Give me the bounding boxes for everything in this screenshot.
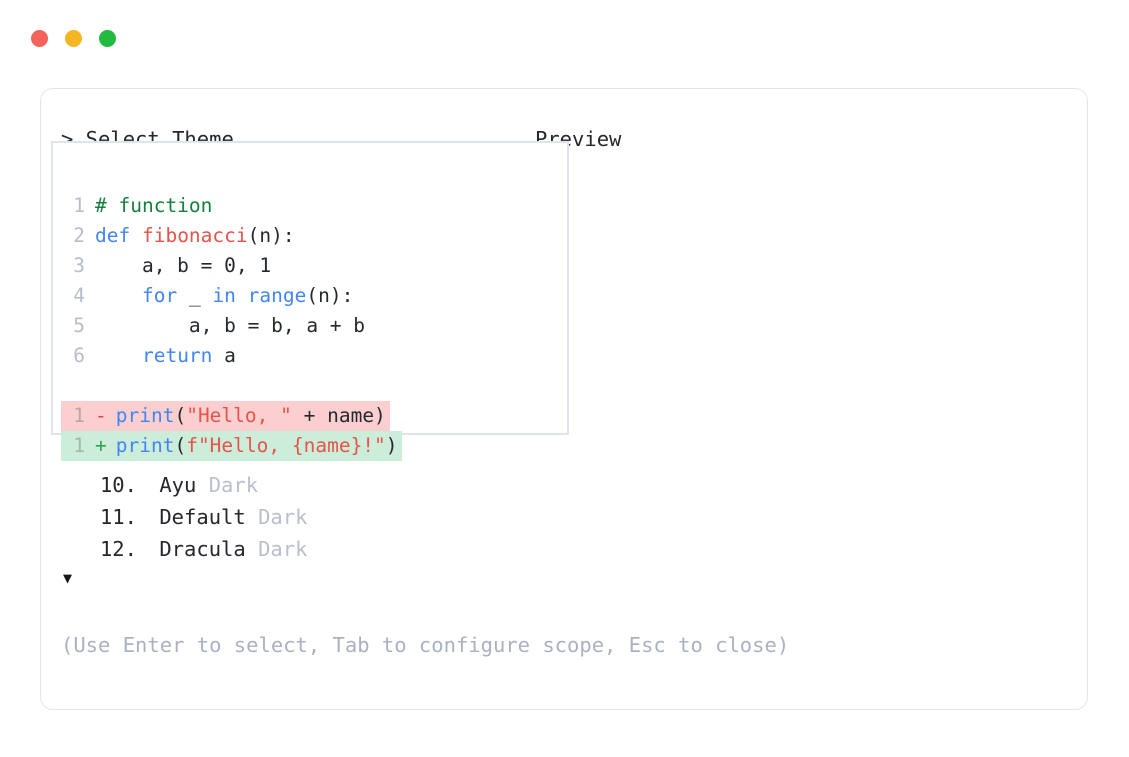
theme-item-index: 12. — [99, 537, 137, 561]
keyboard-hint: (Use Enter to select, Tab to configure s… — [61, 633, 790, 657]
code-line-number: 4 — [73, 284, 85, 307]
code-token: _ — [177, 284, 213, 307]
code-line: 5 a, b = b, a + b — [61, 311, 567, 341]
code-line-number: 1 — [73, 194, 85, 217]
theme-item-name: Dracula — [159, 537, 246, 561]
theme-list-item[interactable]: 12. Dracula Dark — [61, 533, 531, 565]
code-blank-line — [61, 371, 567, 401]
code-line-number: 1 — [61, 401, 95, 431]
code-line-number: 5 — [73, 314, 85, 337]
code-line: 1 # function — [61, 191, 567, 221]
code-token: return — [141, 344, 213, 367]
theme-item-space — [196, 469, 208, 501]
theme-item-index: 10. — [99, 473, 137, 497]
code-token: a, b = 0, 1 — [95, 254, 272, 277]
code-token: fibonacci — [141, 224, 248, 247]
code-line: 6 return a — [61, 341, 567, 371]
code-token: ) — [385, 434, 398, 457]
diff-added-line: 1+ print(f"Hello, {name}!") — [61, 431, 567, 461]
code-line: 2 def fibonacci(n): — [61, 221, 567, 251]
diff-line-content: -print("Hello, " + name) — [95, 401, 390, 431]
theme-item-space — [246, 501, 258, 533]
code-token: + name) — [291, 404, 386, 427]
code-token: (n): — [306, 284, 354, 307]
theme-item-index: 11. — [99, 505, 137, 529]
code-line-content: # function — [95, 191, 212, 221]
code-line-number: 6 — [73, 344, 85, 367]
theme-item-name: Default — [159, 505, 246, 529]
close-window-button[interactable] — [31, 30, 48, 47]
code-token: a, b = b, a + b — [95, 314, 366, 337]
code-token: in — [212, 284, 236, 307]
code-token: # function — [95, 194, 213, 217]
code-line: 4 for _ in range(n): — [61, 281, 567, 311]
code-line-content: def fibonacci(n): — [95, 221, 295, 251]
minimize-window-button[interactable] — [65, 30, 82, 47]
code-line-number: 3 — [73, 254, 85, 277]
code-token — [236, 284, 248, 307]
code-token — [95, 344, 142, 367]
theme-item-spacer — [137, 533, 159, 565]
code-token: a — [212, 344, 236, 367]
scroll-down-icon[interactable]: ▼ — [63, 569, 73, 587]
theme-picker-card: > Select Theme ▲ 1. ANSI Light2. Ayu Lig… — [40, 88, 1088, 710]
theme-item-variant: Dark — [258, 537, 308, 561]
theme-list-item[interactable]: 10. Ayu Dark — [61, 469, 531, 501]
theme-item-spacer — [137, 469, 159, 501]
code-line-content: for _ in range(n): — [95, 281, 353, 311]
theme-item-variant: Dark — [258, 505, 308, 529]
code-token — [95, 284, 142, 307]
code-line-number: 2 — [73, 224, 85, 247]
diff-line-content: + print(f"Hello, {name}!") — [95, 431, 402, 461]
maximize-window-button[interactable] — [99, 30, 116, 47]
theme-item-spacer — [137, 501, 159, 533]
code-token: def — [95, 224, 142, 247]
diff-marker: + — [95, 434, 107, 457]
code-token: "Hello, " — [186, 404, 292, 427]
code-line-number: 1 — [61, 431, 95, 461]
theme-list-item[interactable]: 11. Default Dark — [61, 501, 531, 533]
code-token: f"Hello, {name}!" — [186, 434, 386, 457]
preview-pane: Preview — [535, 125, 1065, 153]
code-token: ( — [174, 404, 187, 427]
code-token: print — [115, 404, 175, 427]
diff-removed-line: 1-print("Hello, " + name) — [61, 401, 567, 431]
code-token: print — [115, 434, 175, 457]
code-token: range — [247, 284, 307, 307]
code-token: for — [141, 284, 178, 307]
code-line-content: a, b = b, a + b — [95, 311, 365, 341]
code-line-content: return a — [95, 341, 236, 371]
code-line-content: a, b = 0, 1 — [95, 251, 271, 281]
window-controls — [31, 30, 116, 47]
code-line: 3 a, b = 0, 1 — [61, 251, 567, 281]
preview-title: Preview — [535, 127, 622, 151]
code-token: ( — [174, 434, 187, 457]
theme-item-variant: Dark — [208, 473, 259, 497]
theme-item-name: Ayu — [159, 473, 197, 497]
theme-item-space — [246, 533, 258, 565]
code-token: (n): — [247, 224, 295, 247]
diff-marker: - — [95, 404, 107, 427]
